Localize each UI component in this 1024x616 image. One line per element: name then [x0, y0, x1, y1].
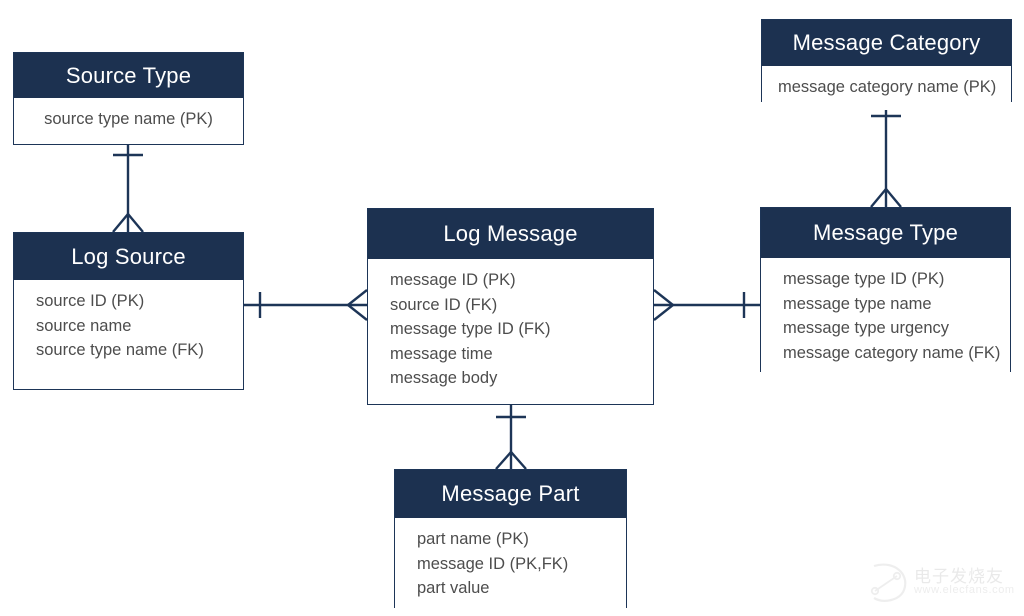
- attribute: message ID (PK,FK): [417, 554, 569, 573]
- attribute: message type name: [783, 294, 932, 313]
- attribute: message type ID (PK): [783, 270, 945, 288]
- attribute: message category name (FK): [783, 343, 1001, 362]
- entity-source-type[interactable]: Source Type source type name (PK): [13, 52, 244, 145]
- entity-title-message-type: Message Type: [761, 208, 1010, 258]
- entity-title-log-source: Log Source: [14, 233, 243, 280]
- connector-log-message-message-type: [653, 289, 760, 321]
- attribute: message ID (PK): [390, 271, 516, 289]
- attribute: source type name (PK): [44, 110, 213, 128]
- entity-title-message-part: Message Part: [395, 470, 626, 518]
- entity-message-category[interactable]: Message Category message category name (…: [761, 19, 1012, 110]
- entity-attributes-log-source: source ID (PK) source name source type n…: [14, 280, 243, 373]
- crowsfoot-many: [870, 187, 902, 208]
- connector-log-source-log-message: [244, 289, 368, 321]
- entity-attributes-message-type: message type ID (PK) message type name m…: [761, 258, 1010, 375]
- attribute: part value: [417, 579, 490, 597]
- attribute: source ID (FK): [390, 295, 498, 314]
- entity-attributes-message-part: part name (PK) message ID (PK,FK) part v…: [395, 518, 626, 611]
- entity-message-part[interactable]: Message Part part name (PK) message ID (…: [394, 469, 627, 611]
- entity-log-source[interactable]: Log Source source ID (PK) source name so…: [13, 232, 244, 390]
- attribute: source name: [36, 316, 132, 335]
- attribute: message type ID (FK): [390, 320, 551, 338]
- connector-source-type-log-source: [112, 145, 144, 233]
- attribute: source ID (PK): [36, 292, 145, 310]
- entity-message-type[interactable]: Message Type message type ID (PK) messag…: [760, 207, 1011, 375]
- attribute: message body: [390, 369, 498, 387]
- entity-log-message[interactable]: Log Message message ID (PK) source ID (F…: [367, 208, 654, 405]
- entity-title-log-message: Log Message: [368, 209, 653, 259]
- entity-attributes-message-category: message category name (PK): [762, 66, 1011, 110]
- crowsfoot-many: [495, 450, 527, 470]
- entity-attributes-source-type: source type name (PK): [14, 98, 243, 142]
- entity-title-message-category: Message Category: [762, 20, 1011, 66]
- entity-attributes-log-message: message ID (PK) source ID (FK) message t…: [368, 259, 653, 401]
- crowsfoot-many: [346, 289, 368, 321]
- attribute: message category name (PK): [778, 78, 997, 96]
- entity-title-source-type: Source Type: [14, 53, 243, 98]
- crowsfoot-many: [653, 289, 675, 321]
- attribute: source type name (FK): [36, 341, 204, 359]
- connector-message-category-message-type: [870, 102, 902, 208]
- attribute: message type urgency: [783, 319, 950, 337]
- crowsfoot-many: [112, 212, 144, 233]
- attribute: message time: [390, 344, 493, 363]
- attribute: part name (PK): [417, 530, 529, 548]
- connector-log-message-message-part: [495, 405, 527, 470]
